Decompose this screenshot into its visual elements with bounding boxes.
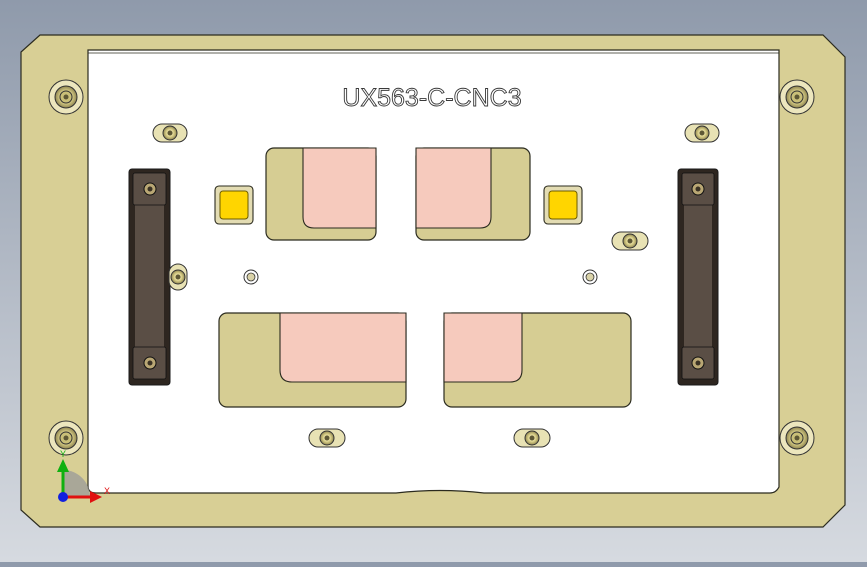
pocket-top-left xyxy=(265,147,377,241)
locating-pin-left-icon xyxy=(243,269,259,285)
pad-top-left xyxy=(302,147,377,229)
corner-screw-bottom-right-icon xyxy=(779,420,815,456)
x-axis-label: X xyxy=(104,486,110,496)
pocket-top-right xyxy=(415,147,531,241)
slot-screw-top-left-icon xyxy=(152,123,188,143)
pad-top-right xyxy=(415,147,492,229)
part-label: UX563-C-CNC3 xyxy=(342,84,521,112)
side-clamp-right xyxy=(677,168,719,386)
stop-block-left xyxy=(214,185,254,225)
corner-screw-top-right-icon xyxy=(779,79,815,115)
y-axis-label: Y xyxy=(60,449,66,459)
slot-screw-top-right-icon xyxy=(684,123,720,143)
locating-pin-right-icon xyxy=(582,269,598,285)
pocket-bottom-left xyxy=(218,312,407,408)
stop-block-right xyxy=(543,185,583,225)
pad-bottom-right xyxy=(443,312,523,383)
pad-bottom-left xyxy=(279,312,407,383)
coordinate-triad-icon: X Y xyxy=(57,449,110,503)
corner-screw-top-left-icon xyxy=(48,79,84,115)
corner-screw-bottom-left-icon xyxy=(48,420,84,456)
side-clamp-left xyxy=(128,168,171,386)
slot-screw-mid-left-icon xyxy=(168,263,188,291)
top-plate xyxy=(87,49,780,494)
z-axis-dot xyxy=(58,492,68,502)
pocket-bottom-right xyxy=(443,312,632,408)
slot-screw-bottom-left-icon xyxy=(308,428,346,448)
slot-screw-mid-right-icon xyxy=(611,231,649,251)
slot-screw-bottom-right-icon xyxy=(513,428,551,448)
